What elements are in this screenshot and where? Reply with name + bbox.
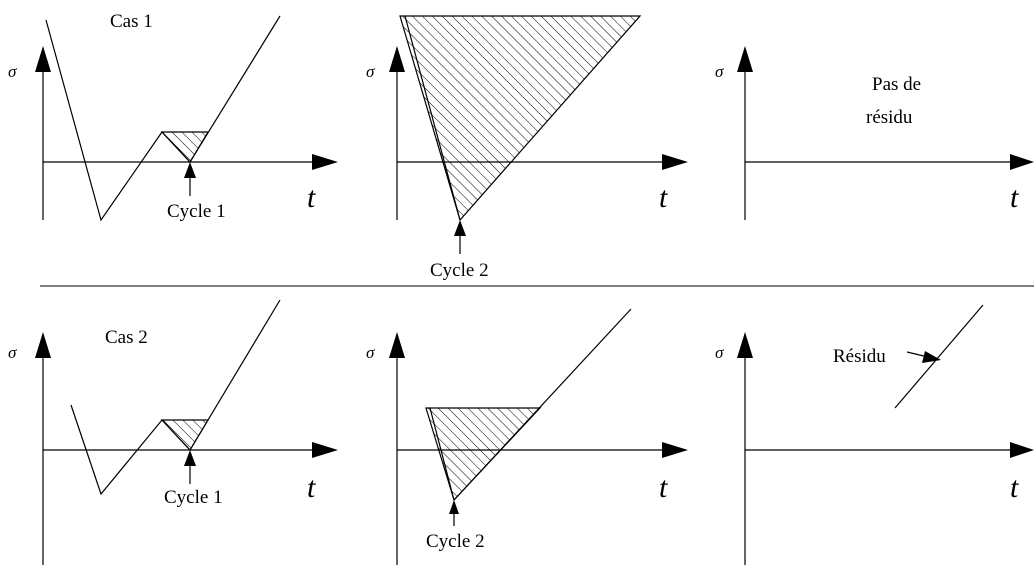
cycle-1-label: Cycle 1 — [167, 201, 226, 222]
y-axis-label: σ — [715, 62, 724, 81]
row2-panel3: Résidu t σ — [715, 304, 1034, 565]
x-axis-arrowhead — [662, 154, 688, 170]
x-axis-label: t — [659, 471, 668, 504]
y-axis-label: σ — [8, 343, 17, 362]
row1-panel2: Cycle 2 t σ — [366, 15, 688, 281]
cycle-2-label: Cycle 2 — [430, 260, 489, 281]
residue-pointer-arrowhead — [922, 351, 941, 363]
x-axis-arrowhead — [662, 442, 688, 458]
x-axis-arrowhead — [312, 154, 338, 170]
signal-curve — [45, 15, 281, 222]
y-axis-arrowhead — [737, 46, 753, 72]
signal-curve-edge — [404, 15, 461, 221]
x-axis-label: t — [659, 181, 668, 214]
y-axis-arrowhead — [389, 46, 405, 72]
cycle-2-label: Cycle 2 — [426, 531, 485, 552]
signal-curve — [453, 308, 632, 501]
y-axis-arrowhead — [737, 332, 753, 358]
x-axis-label: t — [1010, 181, 1019, 214]
residue-line — [894, 304, 984, 409]
cycle-1-label: Cycle 1 — [164, 487, 223, 508]
x-axis-label: t — [307, 471, 316, 504]
no-residue-line1: Pas de — [872, 74, 921, 95]
y-axis-arrowhead — [389, 332, 405, 358]
cycle-2-hatched-area — [399, 15, 642, 222]
cycle-1-pointer-arrowhead — [184, 450, 196, 466]
residue-label: Résidu — [833, 346, 886, 367]
x-axis-label: t — [1010, 471, 1019, 504]
x-axis-label: t — [307, 181, 316, 214]
y-axis-arrowhead — [35, 46, 51, 72]
no-residue-line2: résidu — [866, 107, 913, 128]
row1-panel1: Cycle 1 t σ — [8, 15, 338, 222]
cycle-2-pointer-arrowhead — [449, 500, 459, 514]
x-axis-arrowhead — [1010, 442, 1034, 458]
case-1-label: Cas 1 — [110, 11, 153, 32]
row2-panel2: Cycle 2 t σ — [366, 308, 688, 565]
cycle-2-pointer-arrowhead — [454, 220, 466, 236]
x-axis-arrowhead — [1010, 154, 1034, 170]
signal-curve-edge — [429, 407, 455, 501]
signal-curve — [70, 299, 281, 496]
y-axis-label: σ — [715, 343, 724, 362]
x-axis-arrowhead — [312, 442, 338, 458]
row1-panel3: Pas de résidu t σ — [715, 46, 1034, 220]
y-axis-label: σ — [8, 62, 17, 81]
y-axis-arrowhead — [35, 332, 51, 358]
y-axis-label: σ — [366, 62, 375, 81]
cycle-1-pointer-arrowhead — [184, 162, 196, 178]
y-axis-label: σ — [366, 343, 375, 362]
case-2-label: Cas 2 — [105, 327, 148, 348]
cycle-2-hatched-area — [425, 407, 542, 502]
row2-panel1: Cycle 1 t σ — [8, 299, 338, 565]
